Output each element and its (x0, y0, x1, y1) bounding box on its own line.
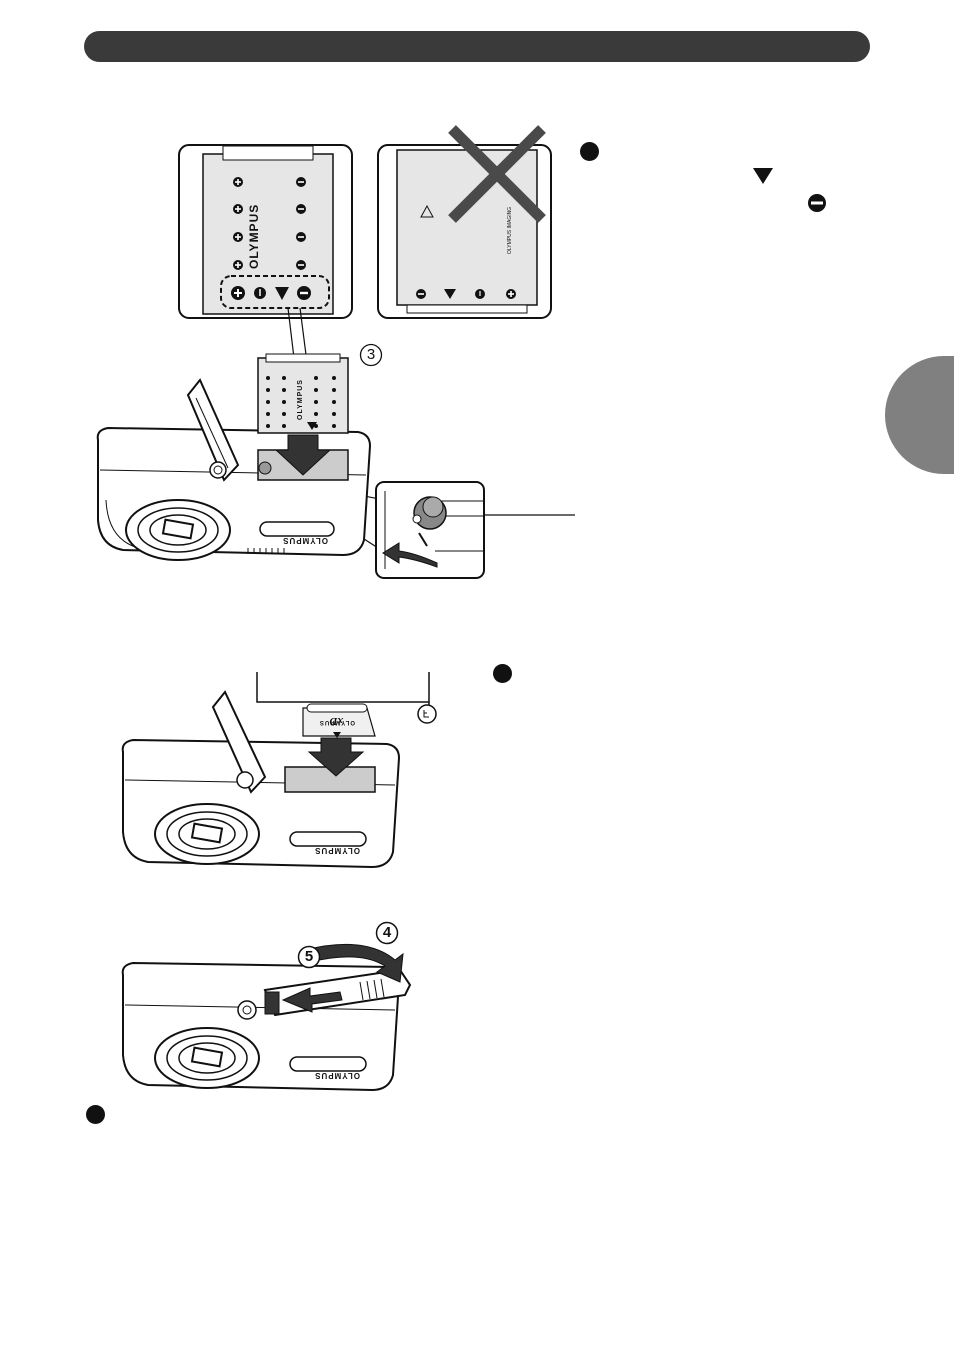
step-4-label: 4 (382, 924, 392, 941)
step-4-marker (375, 921, 399, 945)
note-bullet-1 (580, 142, 599, 161)
minus-terminal-icon (808, 194, 826, 212)
card-xd-logo: xD (330, 715, 345, 727)
inserted-battery-brand: OLYMPUS (297, 379, 304, 420)
card-contact-callout (417, 704, 437, 724)
svg-text:OLYMPUS IMAGING: OLYMPUS IMAGING (507, 207, 513, 254)
camera-close-door-illustration: OLYMPUS (121, 943, 412, 1092)
camera-battery-insert-illustration: OLYMPUS OLYMPUS (96, 353, 372, 561)
camera-2-brand-label: OLYMPUS (314, 846, 360, 855)
battery-correct-illustration: OLYMPUS (178, 144, 353, 319)
step-3-marker (359, 343, 383, 367)
step-3-label: 3 (366, 346, 376, 363)
step-5-marker (297, 945, 321, 969)
battery-brand-label: OLYMPUS (247, 204, 261, 269)
battery-incorrect-illustration: OLYMPUS IMAGING (377, 125, 552, 319)
card-brand-label: OLYMPUS (319, 719, 355, 725)
note-bullet-2 (493, 664, 512, 683)
camera-3-brand-label: OLYMPUS (314, 1071, 360, 1080)
header-bar (84, 31, 870, 62)
triangle-down-icon (753, 168, 773, 184)
step-5-label: 5 (304, 948, 314, 965)
camera-brand-label: OLYMPUS (282, 536, 328, 545)
lock-knob-inset (375, 481, 485, 579)
note-bullet-3 (86, 1105, 105, 1124)
camera-card-insert-illustration: OLYMPUS xD OLYMPUS (121, 690, 401, 869)
